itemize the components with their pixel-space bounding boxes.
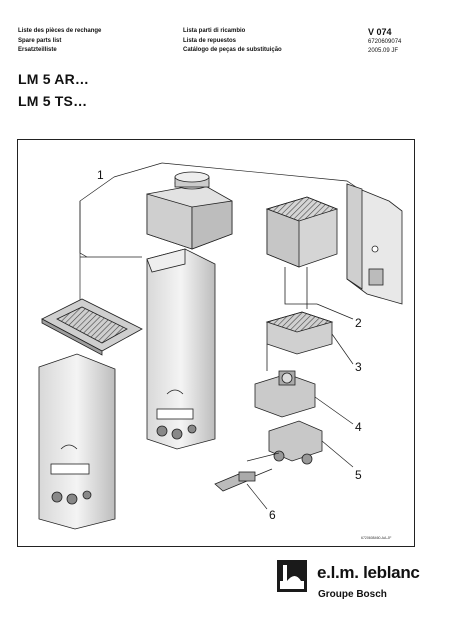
header-line-pt: Catálogo de peças de substituição: [183, 47, 282, 53]
water-valve-part: [246, 420, 323, 465]
ref-number-2: 2: [355, 316, 362, 330]
ref-number-4: 4: [355, 420, 362, 434]
elm-leblanc-logo-icon: [277, 560, 307, 592]
gas-valve-part: [254, 370, 316, 418]
model-title-ar: LM 5 AR…: [18, 71, 90, 87]
piezo-igniter-part: [214, 468, 273, 492]
header-line-it: Lista parti di ricambio: [183, 28, 246, 34]
header-line-fr: Liste des pièces de rechange: [18, 28, 102, 34]
drawing-reference: 6720608460-AA-JF: [361, 536, 391, 540]
burner-part: [265, 311, 334, 371]
ref-number-3: 3: [355, 360, 362, 374]
brand-group: Groupe Bosch: [318, 589, 387, 600]
ref-number-6: 6: [269, 508, 276, 522]
doc-code: V 074: [368, 27, 392, 37]
draft-diverter-part: [146, 171, 233, 250]
header-line-de: Ersatzteilliste: [18, 47, 57, 53]
diagram-frame: [17, 139, 415, 547]
header-line-en: Spare parts list: [18, 37, 62, 44]
ref-leaders: [246, 303, 354, 510]
part-number: 6720609074: [368, 39, 402, 45]
brand-name: e.l.m. leblanc: [317, 563, 420, 582]
header-line-es: Lista de repuestos: [183, 37, 237, 44]
exploded-view-diagram: 1 2 3 4 5 6 6720608460-AA-JF: [38, 162, 403, 540]
casing-left-part: [38, 353, 116, 530]
heat-exchanger-part: [265, 196, 339, 309]
header-document-info: V 074 6720609074 2005.09 JF: [368, 27, 401, 56]
header-languages-middle: Lista parti di ricambio Lista de repuest…: [183, 27, 282, 56]
back-frame-part: [346, 183, 403, 305]
header-languages-left: Liste des pièces de rechange Spare parts…: [18, 27, 101, 56]
casing-middle-part: [146, 248, 216, 450]
model-title-ts: LM 5 TS…: [18, 93, 88, 109]
ref-number-5: 5: [355, 468, 362, 482]
top-grille-part: [41, 298, 143, 356]
doc-date: 2005.09 JF: [368, 48, 399, 54]
ref-number-1: 1: [97, 168, 104, 182]
